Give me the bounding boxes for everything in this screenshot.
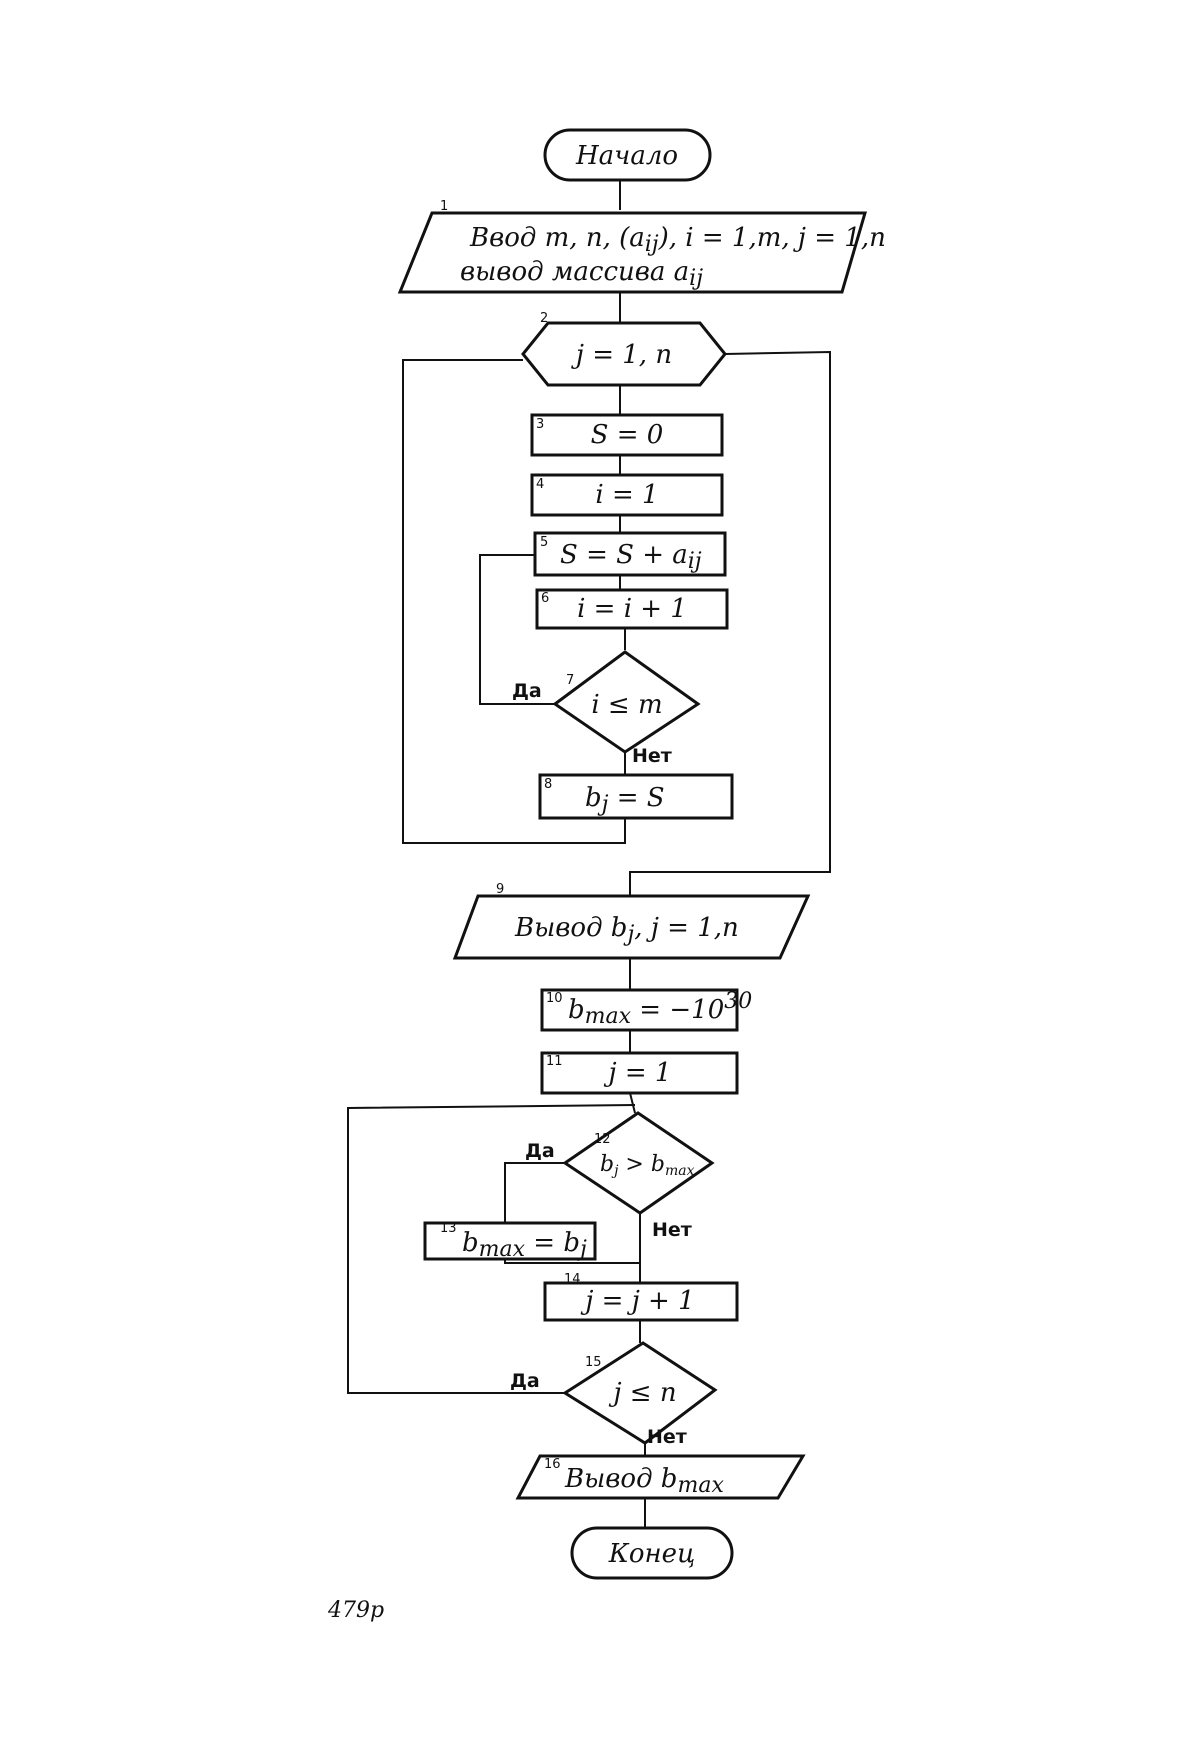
svg-text:15: 15 — [585, 1355, 602, 1370]
block-13-text: bmax = bj — [462, 1228, 587, 1262]
svg-text:11: 11 — [546, 1054, 563, 1069]
document-code: 479р — [327, 1598, 384, 1623]
output-block-9: 9 Вывод bj, j = 1,n — [452, 882, 811, 960]
svg-text:13: 13 — [440, 1221, 457, 1236]
block-14-text: j = j + 1 — [580, 1286, 694, 1316]
process-block-10: 10 bmax = −1030 — [540, 988, 752, 1032]
loop-block-2: 2 j = 1, n — [521, 311, 727, 387]
yes-label: Да — [510, 1370, 540, 1392]
yes-label: Да — [512, 680, 542, 702]
process-block-11: 11 j = 1 — [540, 1051, 739, 1095]
svg-text:3: 3 — [536, 417, 544, 432]
block-number: 1 — [440, 199, 448, 214]
block-5-text: S = S + aij — [560, 540, 702, 574]
svg-text:12: 12 — [594, 1132, 611, 1147]
block-1-line-2: вывод массива aij — [460, 257, 703, 291]
process-block-13: 13 bmax = bj — [423, 1221, 597, 1262]
process-block-6: 6 i = i + 1 — [535, 588, 729, 630]
block-6-text: i = i + 1 — [577, 594, 687, 624]
end-label: Конец — [608, 1539, 695, 1569]
process-block-3: 3 S = 0 — [530, 413, 724, 457]
svg-text:10: 10 — [546, 991, 563, 1006]
block-3-text: S = 0 — [591, 420, 664, 450]
block-12-text: bj > bmax — [600, 1152, 695, 1179]
output-block-16: 16 Вывод bmax — [515, 1454, 806, 1500]
svg-text:4: 4 — [536, 477, 544, 492]
svg-text:14: 14 — [564, 1272, 581, 1287]
connectors — [347, 180, 831, 1528]
svg-text:8: 8 — [544, 777, 552, 792]
block-1-line-1: Ввод m, n, (aij), i = 1,m, j = 1,n — [469, 223, 886, 257]
svg-text:16: 16 — [544, 1457, 561, 1472]
block-16-text: Вывод bmax — [564, 1464, 724, 1498]
start-terminal: Начало — [543, 128, 712, 182]
input-block-1: 1 Ввод m, n, (aij), i = 1,m, j = 1,n выв… — [397, 199, 886, 294]
no-label: Нет — [647, 1426, 687, 1448]
process-block-14: 14 j = j + 1 — [543, 1272, 739, 1322]
process-block-8: 8 bj = S — [538, 773, 734, 820]
block-7-text: i ≤ m — [591, 690, 662, 720]
block-11-text: j = 1 — [604, 1058, 672, 1088]
yes-label: Да — [525, 1140, 555, 1162]
svg-text:7: 7 — [566, 673, 574, 688]
block-9-text: Вывод bj, j = 1,n — [514, 913, 739, 947]
block-2-text: j = 1, n — [571, 340, 672, 370]
start-label: Начало — [575, 141, 678, 171]
decision-block-12: 12 bj > bmax Да Нет — [525, 1111, 715, 1241]
block-10-text: bmax = −1030 — [568, 989, 752, 1029]
block-4-text: i = 1 — [595, 480, 658, 510]
process-block-4: 4 i = 1 — [530, 473, 724, 517]
svg-text:2: 2 — [540, 311, 548, 326]
svg-text:6: 6 — [541, 591, 549, 606]
svg-text:9: 9 — [496, 882, 504, 897]
block-15-text: j ≤ n — [608, 1378, 676, 1408]
svg-text:5: 5 — [540, 535, 548, 550]
end-terminal: Конец — [570, 1526, 734, 1580]
process-block-5: 5 S = S + aij — [533, 531, 727, 577]
block-8-text: bj = S — [585, 783, 665, 817]
no-label: Нет — [632, 745, 672, 767]
no-label: Нет — [652, 1219, 692, 1241]
decision-block-15: 15 j ≤ n Да Нет — [510, 1341, 718, 1448]
decision-block-7: 7 i ≤ m Да Нет — [512, 650, 701, 767]
